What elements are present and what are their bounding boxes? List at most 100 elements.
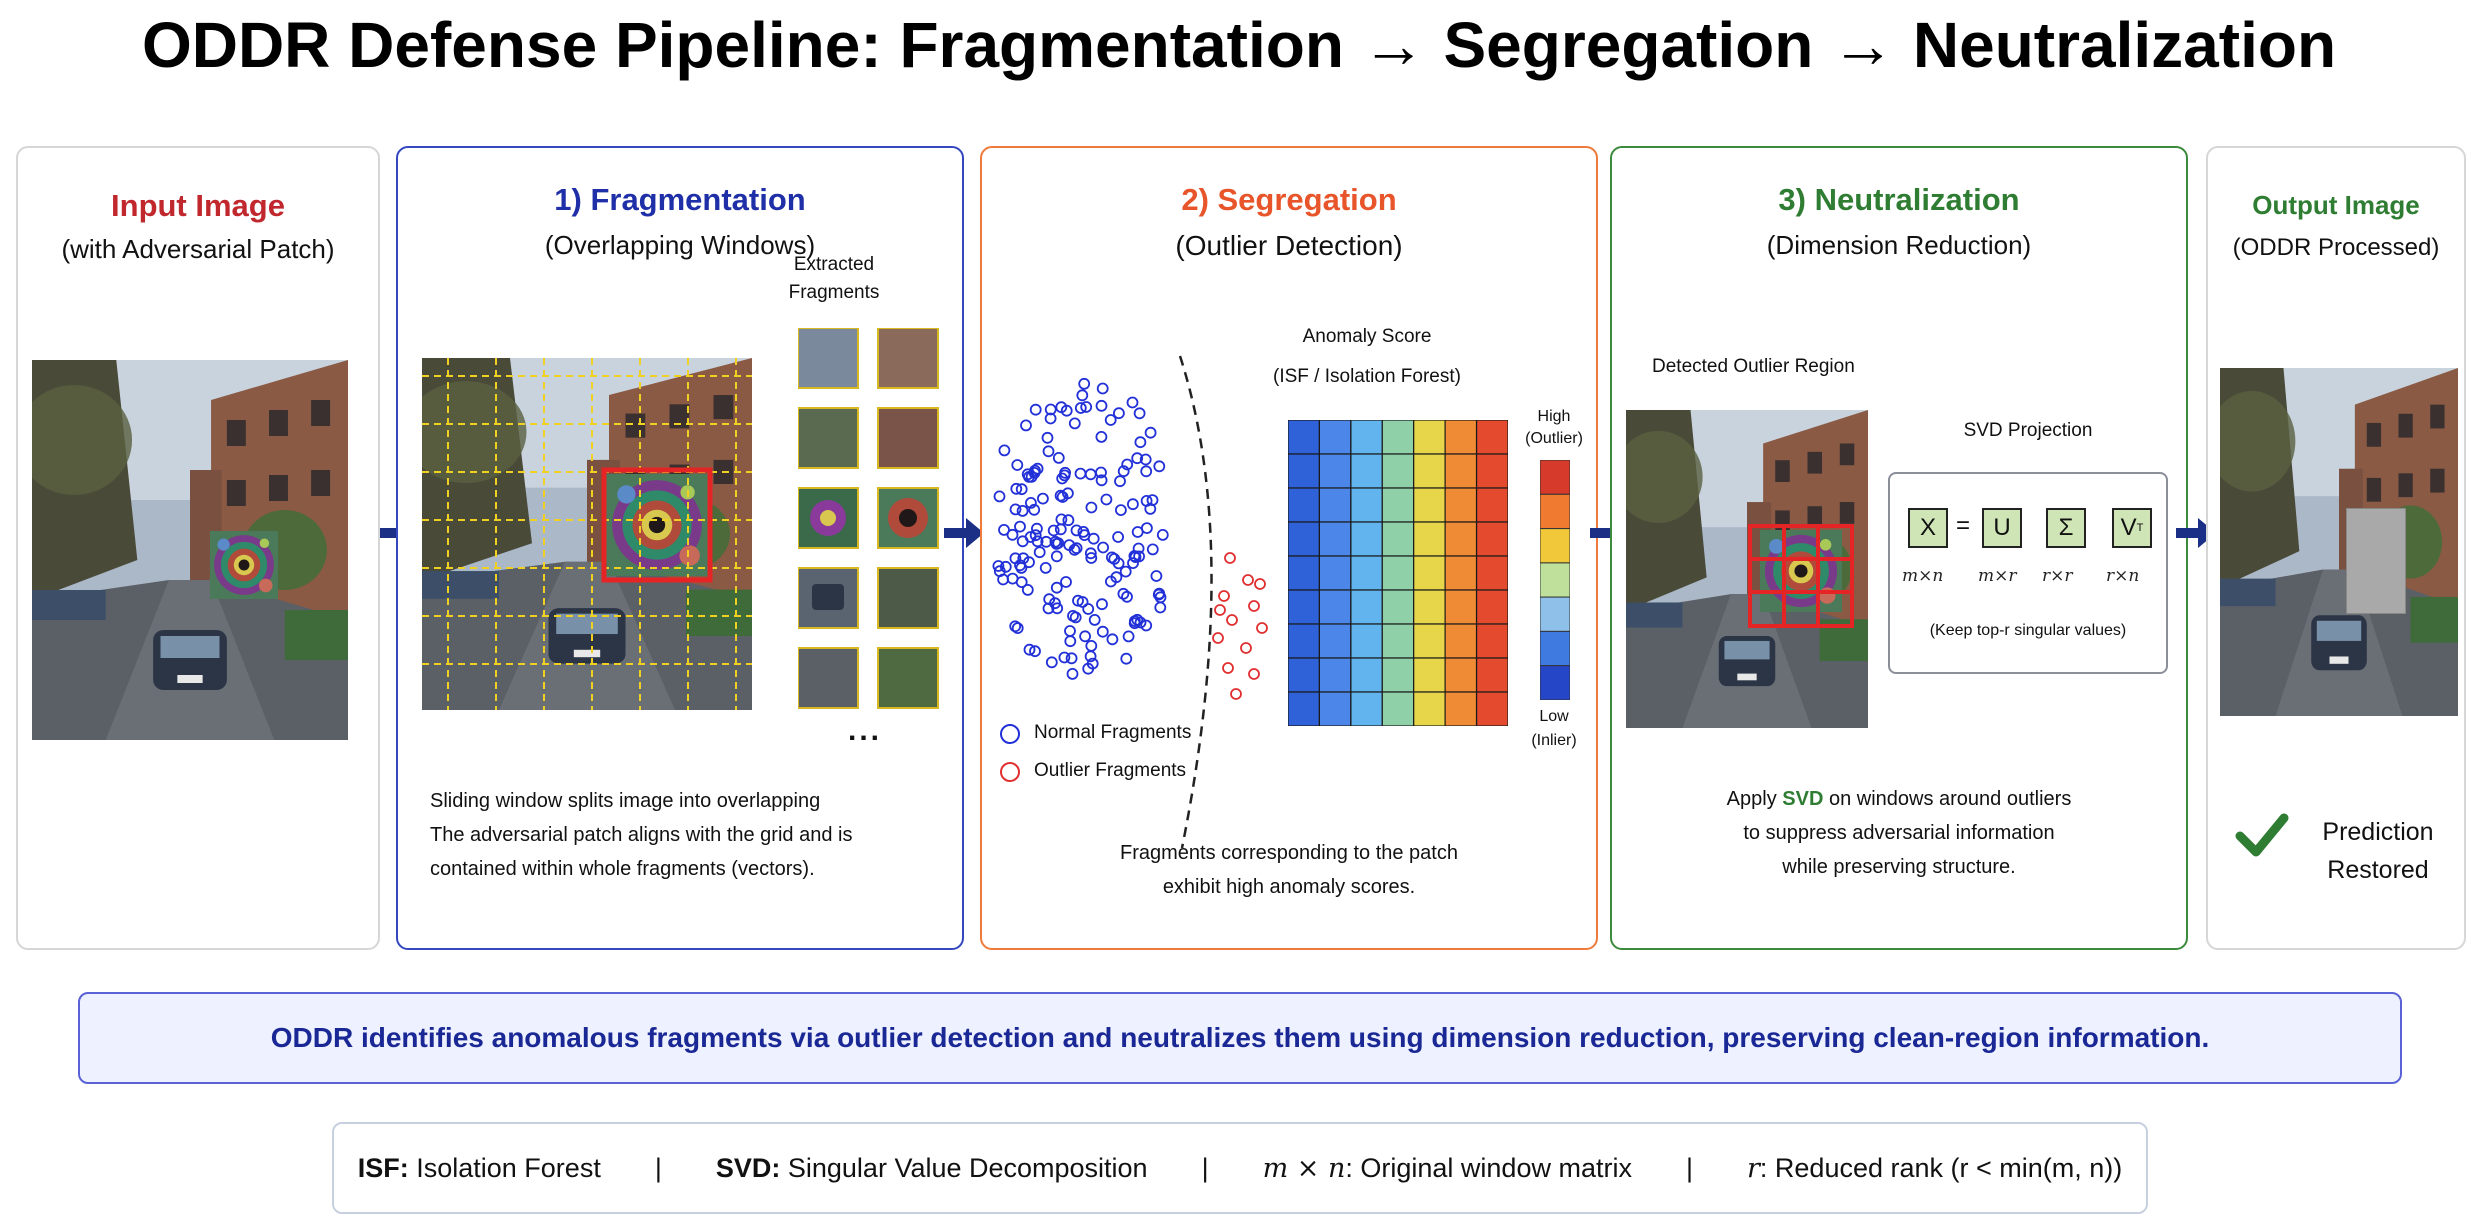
normal-fragment-point: [1039, 561, 1052, 574]
heatmap-cell: [1381, 691, 1415, 726]
heatmap-cell: [1381, 589, 1415, 625]
normal-fragment-point: [1076, 389, 1089, 402]
normal-fragment-point: [1045, 656, 1058, 669]
heatmap-cell: [1350, 623, 1383, 659]
normal-fragment-point: [1014, 520, 1026, 533]
normal-fragment-point: [1068, 417, 1081, 430]
heatmap-cell: [1318, 589, 1352, 625]
normal-fragment-point: [1055, 513, 1068, 526]
normal-fragment-point: [1023, 643, 1036, 656]
input-image: [32, 360, 348, 740]
heatmap-cell: [1444, 453, 1478, 489]
normal-fragment-point: [1054, 489, 1067, 502]
heatmap-cell: [1476, 487, 1508, 523]
prediction-label-2: Restored: [2327, 856, 2429, 884]
normal-fragment-point: [1134, 616, 1147, 629]
outlier-fragment-point: [1242, 574, 1254, 586]
heatmap-cell: [1413, 453, 1446, 489]
normal-fragment-point: [993, 565, 1006, 578]
normal-fragment-point: [1126, 498, 1139, 511]
normal-fragment-point: [1056, 491, 1069, 503]
heatmap-cell: [1318, 420, 1352, 455]
normal-fragment-point: [1078, 377, 1091, 390]
normal-fragment-point: [1114, 475, 1126, 488]
neutralization-title: 3) Neutralization: [1778, 182, 2020, 217]
normal-fragment-point: [1063, 539, 1076, 552]
colorbar-segment: [1540, 562, 1570, 598]
normal-fragment-point: [1015, 483, 1028, 496]
heatmap-cell: [1413, 555, 1446, 591]
normal-fragment-point: [1120, 652, 1133, 665]
normal-fragment-point: [1082, 603, 1095, 615]
normal-fragment-point: [992, 560, 1005, 572]
mn-value: : Original window matrix: [1345, 1152, 1632, 1183]
matrix-x: X: [1908, 508, 1948, 548]
heatmap-cell: [1444, 657, 1478, 693]
normal-fragment-point: [1096, 625, 1109, 638]
normal-fragment-point: [1009, 503, 1022, 516]
normal-fragment-point: [1146, 494, 1159, 507]
normal-fragment-point: [1106, 551, 1118, 564]
outlier-fragment-point: [1256, 622, 1268, 634]
heatmap-cell: [1288, 691, 1320, 726]
heatmap-cell: [1288, 589, 1320, 625]
normal-fragment-point: [1006, 528, 1019, 541]
heatmap-cell: [1318, 487, 1352, 523]
heatmap-cell: [1318, 555, 1352, 591]
normal-fragment-point: [1117, 465, 1130, 478]
normal-fragment-point: [1040, 535, 1053, 548]
prediction-label-1: Prediction: [2322, 818, 2434, 846]
normal-fragment-point: [1114, 504, 1127, 517]
normal-fragment-point: [1154, 601, 1167, 614]
score-colorbar: [1540, 460, 1570, 700]
matrix-v-label: V: [2120, 514, 2137, 541]
mn-key: m × n: [1262, 1152, 1346, 1184]
heatmap-cell: [1318, 623, 1352, 659]
heatmap-cell: [1381, 521, 1415, 557]
normal-fragment-point: [1095, 399, 1108, 412]
heatmap-cell: [1350, 691, 1383, 726]
input-subtitle: (with Adversarial Patch): [61, 234, 335, 264]
normal-fragment-point: [1140, 619, 1153, 632]
heatmap-cell: [1476, 657, 1508, 693]
heatmap-cell: [1381, 623, 1415, 659]
normal-fragment-point: [1076, 596, 1089, 608]
normal-fragment-point: [1064, 635, 1077, 648]
segregation-caption-1: Fragments corresponding to the patch: [1120, 842, 1458, 864]
normal-fragment-point: [1041, 431, 1054, 444]
normal-fragment-point: [1095, 431, 1108, 443]
normal-fragment-point: [1086, 657, 1099, 670]
normal-fragment-point: [1119, 565, 1132, 578]
normal-fragment-point: [1095, 474, 1108, 487]
normal-fragment-point: [1150, 570, 1163, 582]
normal-fragment-point: [1037, 492, 1049, 505]
output-panel: Output Image (ODDR Processed) Prediction…: [2206, 146, 2466, 950]
normal-fragment-point: [1060, 404, 1073, 417]
neutralization-caption-2: to suppress adversarial information: [1743, 822, 2055, 844]
normal-fragment-point: [1021, 468, 1034, 481]
normal-fragment-point: [1112, 557, 1125, 570]
colorbar-segment: [1540, 528, 1570, 564]
normal-fragment-point: [1044, 412, 1057, 425]
heatmap-cell: [1476, 521, 1508, 557]
legend-outlier-marker: [1000, 762, 1020, 782]
heatmap-cell: [1318, 691, 1352, 726]
scatter-plot: [992, 348, 1272, 868]
normal-fragment-point: [1009, 620, 1022, 633]
normal-fragment-point: [1060, 576, 1072, 588]
heatmap-cell: [1288, 521, 1320, 557]
fragmentation-caption-3: contained within whole fragments (vector…: [430, 858, 815, 880]
anomaly-score-subtitle: (ISF / Isolation Forest): [1273, 366, 1461, 387]
heatmap-cell: [1476, 555, 1508, 591]
normal-fragment-point: [1031, 462, 1044, 475]
legend-outlier-label: Outlier Fragments: [1034, 760, 1187, 781]
legend-r: r: Reduced rank (r < min(m, n)): [1747, 1153, 2122, 1184]
isf-value: Isolation Forest: [416, 1152, 601, 1183]
normal-fragment-point: [1050, 550, 1063, 563]
normal-fragment-point: [1080, 401, 1093, 413]
normal-fragment-point: [1117, 587, 1130, 600]
normal-fragment-point: [1140, 522, 1153, 535]
normal-fragment-point: [1011, 622, 1024, 635]
normal-fragment-point: [1050, 581, 1063, 594]
